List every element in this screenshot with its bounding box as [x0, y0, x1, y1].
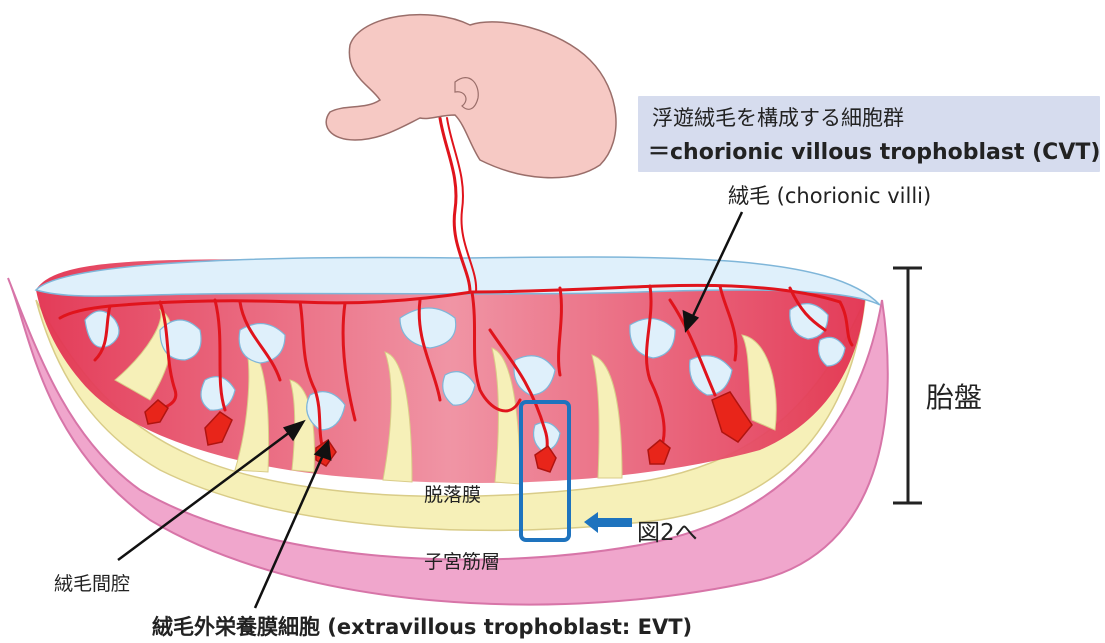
cvt-label-line2: ＝chorionic villous trophoblast (CVT)	[648, 134, 1100, 166]
placenta-label: 胎盤	[926, 376, 982, 416]
villi-label: 絨毛 (chorionic villi)	[728, 180, 931, 210]
placenta-bracket	[893, 268, 922, 503]
myometrium-label: 子宮筋層	[424, 547, 500, 574]
intervillous-space-label: 絨毛間腔	[54, 569, 130, 596]
figure2-link-label: 図2へ	[637, 513, 698, 547]
decidua-label: 脱落膜	[424, 480, 481, 507]
evt-label: 絨毛外栄養膜細胞 (extravillous trophoblast: EVT)	[152, 611, 692, 641]
cvt-label-line1: 浮遊絨毛を構成する細胞群	[652, 102, 904, 132]
